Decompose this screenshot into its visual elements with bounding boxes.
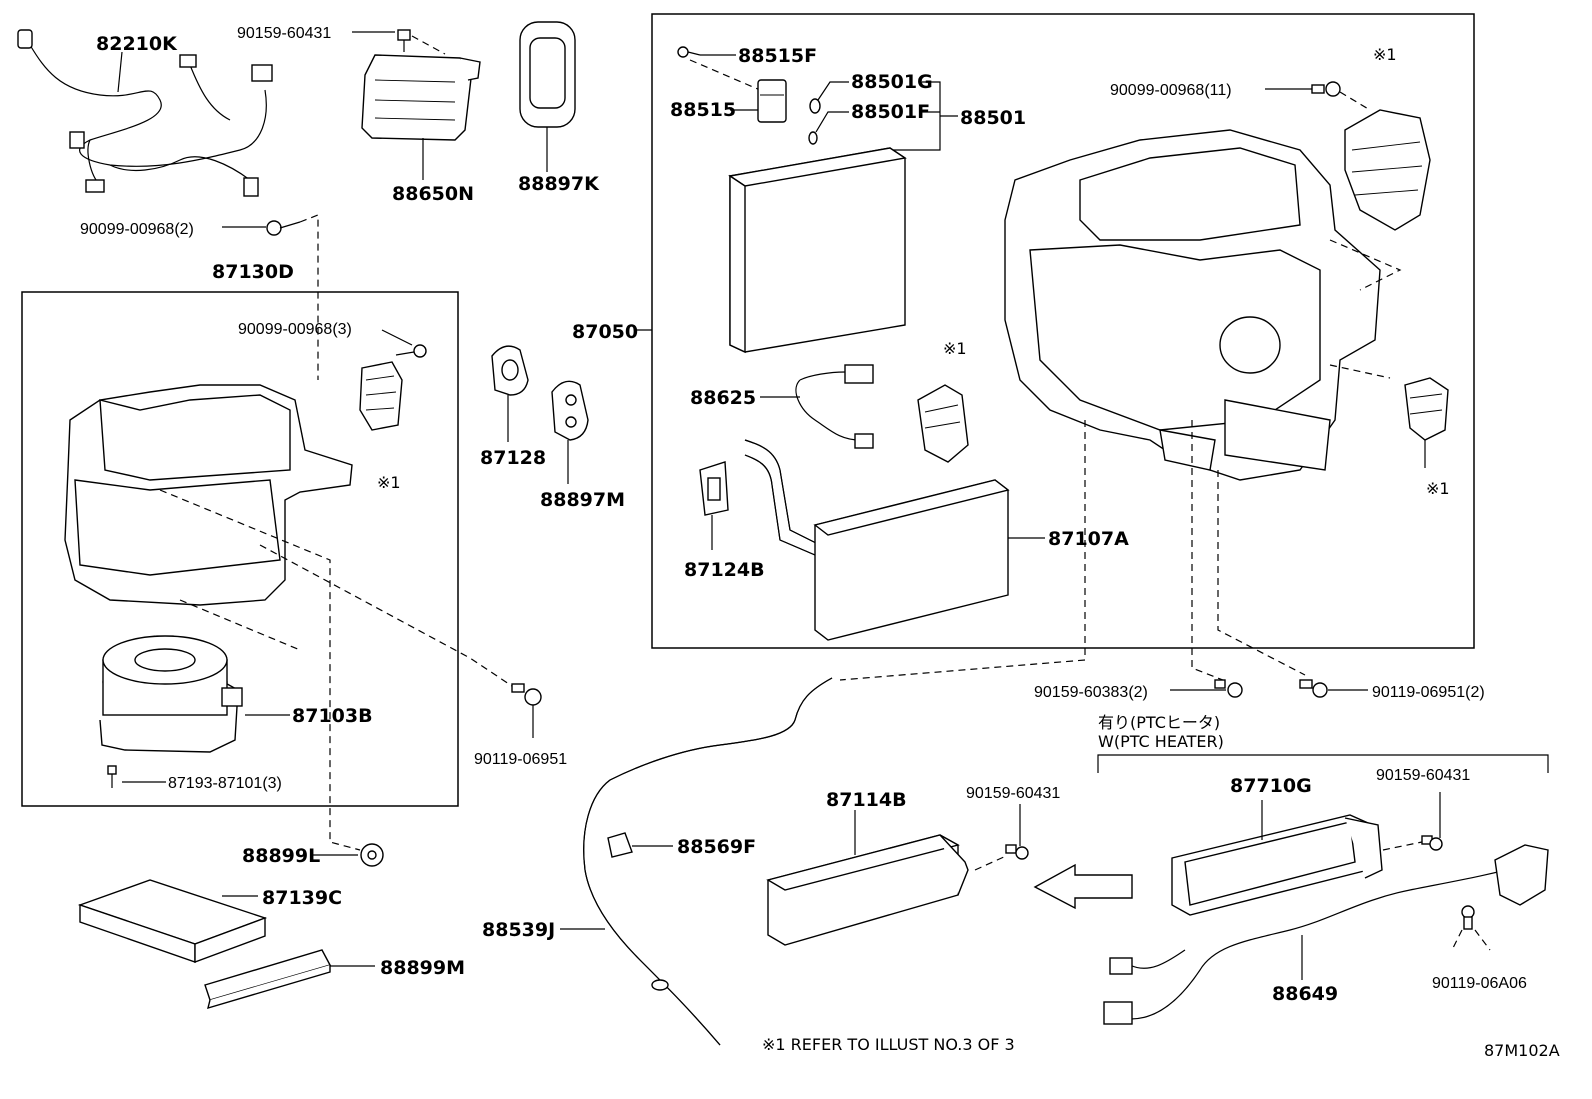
- o-ring-88501G: [809, 98, 821, 114]
- blower-motor-87103B-illustration: [99, 635, 243, 753]
- screw-90159-60383: [1214, 679, 1243, 698]
- label-90159-60431-right: 90159-60431: [1376, 767, 1470, 784]
- label-88899L: 88899L: [242, 845, 320, 867]
- screw-90119-06A06: [1461, 905, 1475, 930]
- clip-88899L-illustration: [360, 843, 384, 867]
- cover-88899M-illustration: [204, 949, 332, 1010]
- label-90119-06951-2: 90119-06951(2): [1372, 684, 1485, 701]
- ref-mark-1-left: ※1: [377, 473, 401, 492]
- label-88515: 88515: [670, 99, 736, 121]
- label-88515F: 88515F: [738, 45, 817, 67]
- ref-mark-1-right: ※1: [1426, 479, 1450, 498]
- label-88899M: 88899M: [380, 957, 465, 979]
- air-filter-87139C-illustration: [77, 879, 268, 964]
- screw-90159-60431-right: [1421, 835, 1443, 851]
- ptc-heater-87710G-illustration: [1171, 814, 1383, 916]
- label-87107A: 87107A: [1048, 528, 1129, 550]
- label-87103B: 87103B: [292, 705, 373, 727]
- screw-90099-00968-2: [266, 220, 301, 236]
- clamp-87124B-illustration: [699, 461, 729, 516]
- label-90119-06951-mid: 90119-06951: [474, 751, 567, 768]
- label-88539J: 88539J: [482, 919, 555, 941]
- hvac-housing-illustration: [1004, 129, 1381, 481]
- label-87114B: 87114B: [826, 789, 907, 811]
- label-88501: 88501: [960, 107, 1026, 129]
- ptc-note-jp: 有り(PTCヒータ): [1098, 713, 1220, 732]
- clip-88569F-illustration: [607, 832, 633, 858]
- o-ring-88501F: [808, 131, 818, 145]
- heater-core-87107A-illustration: [744, 439, 1010, 641]
- servo-motor-2-illustration: [917, 384, 969, 463]
- label-88625: 88625: [690, 387, 756, 409]
- label-88649: 88649: [1272, 983, 1338, 1005]
- blower-assembly-frame: [21, 291, 459, 807]
- footnote: ※1 REFER TO ILLUST NO.3 OF 3: [762, 1035, 1015, 1054]
- servo-motor-1-illustration: [359, 361, 403, 431]
- ref-mark-1-center: ※1: [943, 339, 967, 358]
- ref-mark-1-top-right: ※1: [1373, 45, 1397, 64]
- screw-90159-60431-mid: [1005, 844, 1029, 860]
- wire-harness-82210K-illustration: [17, 29, 273, 197]
- illustration-code: 87M102A: [1484, 1041, 1560, 1060]
- screw-90119-06951-mid: [511, 683, 542, 706]
- label-88501G: 88501G: [851, 71, 933, 93]
- label-87710G: 87710G: [1230, 775, 1312, 797]
- evaporator-88501-illustration: [728, 147, 907, 354]
- label-90099-00968-2: 90099-00968(2): [80, 221, 194, 238]
- screw-90099-00968-3: [395, 344, 427, 358]
- label-90159-60383-2: 90159-60383(2): [1034, 684, 1148, 701]
- screw-90099-00968-11: [1311, 81, 1341, 97]
- label-87193-87101-3: 87193-87101(3): [168, 775, 282, 792]
- label-90159-60431-top: 90159-60431: [237, 25, 331, 42]
- label-88501F: 88501F: [851, 101, 930, 123]
- module-88650N-illustration: [361, 54, 481, 141]
- servo-motor-3-illustration: [1344, 109, 1431, 231]
- wire-harness-88649-illustration: [1103, 844, 1549, 1025]
- cover-88897M-illustration: [551, 380, 589, 441]
- label-88569F: 88569F: [677, 836, 756, 858]
- label-87139C: 87139C: [262, 887, 342, 909]
- label-90159-60431-mid: 90159-60431: [966, 785, 1060, 802]
- label-87124B: 87124B: [684, 559, 765, 581]
- screw-88515F: [677, 46, 701, 58]
- unit-assembly-frame: [651, 13, 1475, 649]
- label-90099-00968-11: 90099-00968(11): [1110, 82, 1232, 99]
- ptc-heater-bracket: [1097, 754, 1549, 773]
- label-88650N: 88650N: [392, 183, 474, 205]
- label-88897K: 88897K: [518, 173, 600, 195]
- drain-hose-88539J-illustration: [583, 677, 833, 1046]
- sensor-88625-illustration: [795, 364, 874, 449]
- label-87050: 87050: [572, 321, 638, 343]
- ptc-heater-87114B-illustration: [766, 834, 969, 946]
- ptc-note-en: W(PTC HEATER): [1098, 732, 1224, 751]
- label-87130D: 87130D: [212, 261, 294, 283]
- label-90099-00968-3: 90099-00968(3): [238, 321, 352, 338]
- seal-87128-illustration: [491, 345, 529, 396]
- servo-motor-4-illustration: [1404, 377, 1449, 441]
- blower-case-illustration: [64, 384, 353, 606]
- label-87128: 87128: [480, 447, 546, 469]
- label-90119-06A06: 90119-06A06: [1432, 975, 1527, 992]
- expansion-valve-88515-illustration: [757, 79, 787, 123]
- direction-arrow: [1033, 863, 1133, 910]
- label-88897M: 88897M: [540, 489, 625, 511]
- screw-90119-06951-2: [1299, 679, 1328, 698]
- screw-90159-60431-top: [397, 29, 411, 52]
- label-82210K: 82210K: [96, 33, 178, 55]
- cover-88897K-illustration: [519, 21, 576, 128]
- screw-87193-87101: [107, 765, 117, 788]
